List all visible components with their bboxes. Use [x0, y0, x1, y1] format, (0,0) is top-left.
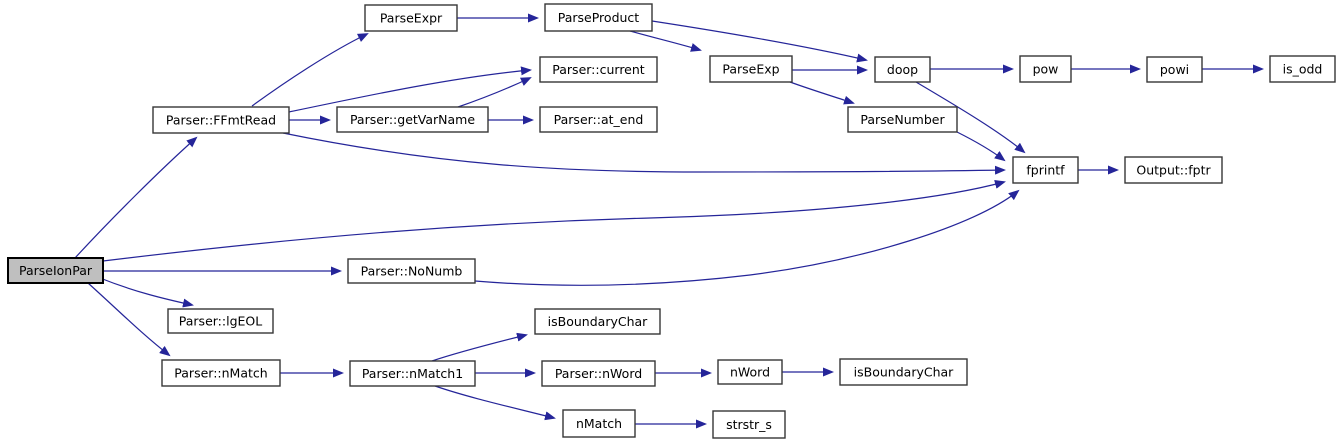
node-box-n-word[interactable]: [717, 359, 783, 385]
node-label-strstr-s: strstr_s: [726, 417, 772, 432]
node-label-parser-ffmt-read: Parser::FFmtRead: [166, 113, 276, 128]
edge-parse-ion-par-to-fprintf: [102, 180, 1006, 262]
edge-parser-n-match1-to-n-match: [434, 385, 556, 421]
edge-parser-no-numb-to-fprintf: [474, 189, 1020, 286]
node-box-fprintf[interactable]: [1012, 156, 1079, 184]
node-box-parser-at-end[interactable]: [539, 106, 658, 133]
node-parse-expr[interactable]: ParseExpr: [364, 4, 458, 32]
edge-parse-product-to-doop: [651, 20, 868, 63]
node-n-match[interactable]: nMatch: [562, 409, 636, 438]
node-pow[interactable]: pow: [1019, 55, 1072, 83]
node-label-parser-lg-eol: Parser::lgEOL: [179, 314, 262, 329]
node-parse-exp[interactable]: ParseExp: [709, 55, 793, 83]
edge-parser-n-match1-to-is-boundary-char-1: [431, 332, 528, 362]
edges-layer: [74, 13, 1264, 429]
node-n-word[interactable]: nWord: [717, 359, 783, 385]
node-label-parse-product: ParseProduct: [558, 10, 640, 25]
node-label-parser-get-var-name: Parser::getVarName: [350, 112, 475, 127]
node-label-n-match: nMatch: [576, 416, 622, 431]
node-box-parser-lg-eol[interactable]: [167, 308, 274, 334]
node-parser-ffmt-read[interactable]: Parser::FFmtRead: [152, 106, 290, 134]
node-box-powi[interactable]: [1146, 56, 1203, 83]
node-box-is-odd[interactable]: [1269, 55, 1336, 83]
node-parse-product[interactable]: ParseProduct: [544, 3, 653, 32]
edge-parse-ion-par-to-parser-ffmt-read: [74, 136, 198, 259]
node-box-parse-product[interactable]: [544, 3, 653, 32]
node-box-parser-n-match1[interactable]: [349, 360, 476, 387]
node-box-parser-get-var-name[interactable]: [336, 106, 489, 133]
edge-parse-number-to-fprintf: [956, 131, 1006, 162]
node-parse-number[interactable]: ParseNumber: [847, 106, 958, 133]
node-parser-lg-eol[interactable]: Parser::lgEOL: [167, 308, 274, 334]
node-is-boundary-char-1[interactable]: isBoundaryChar: [534, 308, 661, 335]
node-box-is-boundary-char-2[interactable]: [839, 358, 968, 386]
node-box-output-fptr[interactable]: [1124, 156, 1223, 184]
node-box-parser-current[interactable]: [539, 56, 658, 83]
node-label-parser-at-end: Parser::at_end: [554, 112, 644, 127]
node-label-powi: powi: [1160, 62, 1189, 77]
node-fprintf[interactable]: fprintf: [1012, 156, 1079, 184]
node-parser-get-var-name[interactable]: Parser::getVarName: [336, 106, 489, 133]
node-label-doop: doop: [887, 62, 918, 77]
node-box-parser-n-match[interactable]: [161, 359, 281, 387]
node-parser-n-match1[interactable]: Parser::nMatch1: [349, 360, 476, 387]
node-output-fptr[interactable]: Output::fptr: [1124, 156, 1223, 184]
node-box-parser-n-word[interactable]: [541, 360, 656, 387]
node-label-parser-current: Parser::current: [552, 62, 645, 77]
edge-parser-ffmt-read-to-parse-expr: [251, 33, 369, 107]
node-label-fprintf: fprintf: [1026, 163, 1065, 178]
node-label-is-odd: is_odd: [1283, 62, 1323, 77]
edge-parse-exp-to-parse-number: [789, 81, 855, 105]
edge-parse-ion-par-to-parser-n-match: [87, 282, 171, 357]
node-box-parse-expr[interactable]: [364, 4, 458, 32]
node-box-pow[interactable]: [1019, 55, 1072, 83]
node-strstr-s[interactable]: strstr_s: [712, 410, 786, 439]
node-label-parse-exp: ParseExp: [722, 62, 779, 77]
node-label-is-boundary-char-2: isBoundaryChar: [854, 365, 954, 380]
node-label-parse-expr: ParseExpr: [380, 11, 443, 26]
node-box-parser-ffmt-read[interactable]: [152, 106, 290, 134]
node-box-doop[interactable]: [874, 56, 931, 83]
node-parser-current[interactable]: Parser::current: [539, 56, 658, 83]
node-label-n-word: nWord: [730, 365, 770, 380]
node-label-parse-number: ParseNumber: [860, 112, 945, 127]
edge-parse-product-to-parse-exp: [629, 30, 702, 52]
node-label-parser-n-word: Parser::nWord: [555, 366, 642, 381]
node-label-pow: pow: [1033, 62, 1059, 77]
node-box-parse-ion-par: [7, 257, 104, 284]
node-doop[interactable]: doop: [874, 56, 931, 83]
edge-parse-ion-par-to-parser-lg-eol: [99, 277, 194, 308]
node-powi[interactable]: powi: [1146, 56, 1203, 83]
edge-parser-ffmt-read-to-parser-current: [288, 66, 532, 113]
node-box-strstr-s[interactable]: [712, 410, 786, 439]
node-parser-n-word[interactable]: Parser::nWord: [541, 360, 656, 387]
node-parser-no-numb[interactable]: Parser::NoNumb: [347, 258, 476, 284]
node-is-odd[interactable]: is_odd: [1269, 55, 1336, 83]
node-label-parser-n-match: Parser::nMatch: [174, 366, 267, 381]
edge-doop-to-fprintf: [915, 81, 1026, 154]
node-label-output-fptr: Output::fptr: [1136, 163, 1211, 178]
node-label-parser-no-numb: Parser::NoNumb: [361, 264, 463, 279]
node-box-parse-number[interactable]: [847, 106, 958, 133]
node-parser-at-end[interactable]: Parser::at_end: [539, 106, 658, 133]
node-box-parser-no-numb[interactable]: [347, 258, 476, 284]
edge-parser-ffmt-read-to-fprintf: [282, 132, 1006, 175]
node-box-is-boundary-char-1[interactable]: [534, 308, 661, 335]
node-box-parse-exp[interactable]: [709, 55, 793, 83]
node-is-boundary-char-2[interactable]: isBoundaryChar: [839, 358, 968, 386]
node-parser-n-match[interactable]: Parser::nMatch: [161, 359, 281, 387]
edge-parser-get-var-name-to-parser-current: [457, 77, 532, 108]
node-label-parser-n-match1: Parser::nMatch1: [362, 366, 463, 381]
node-box-n-match[interactable]: [562, 409, 636, 438]
node-label-parse-ion-par: ParseIonPar: [19, 263, 93, 278]
node-label-is-boundary-char-1: isBoundaryChar: [548, 314, 648, 329]
node-parse-ion-par: ParseIonPar: [7, 257, 104, 284]
